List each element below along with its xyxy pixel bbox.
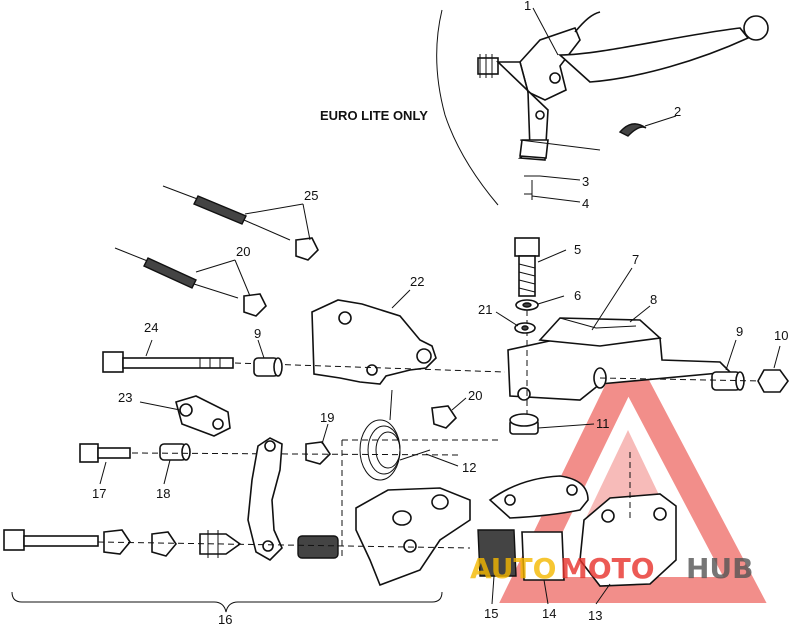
pivot-arm [247, 437, 283, 561]
watermark-text: AUTO MOTO HUB [470, 552, 754, 585]
callout-20b: 20 [468, 388, 482, 403]
leaders-inset [519, 7, 677, 203]
part-3-4-pins [524, 175, 540, 200]
brace-16 [11, 591, 443, 613]
callout-25: 25 [304, 188, 318, 203]
part-5-bolt [514, 237, 540, 297]
callout-18: 18 [156, 486, 170, 501]
callout-8: 8 [650, 292, 657, 307]
part-7-plate [559, 317, 637, 329]
callouts: 1 2 3 4 25 20 5 7 22 6 8 21 24 9 9 10 23… [92, 0, 788, 627]
callout-4: 4 [582, 196, 589, 211]
part-15-pad [477, 529, 517, 577]
cable-25 [162, 185, 319, 261]
part-12-spring [359, 389, 431, 481]
callout-13: 13 [588, 608, 602, 623]
cable-20 [114, 247, 267, 317]
callout-19: 19 [320, 410, 334, 425]
part-10-nut [757, 369, 789, 393]
axis-right [599, 377, 761, 382]
callout-21: 21 [478, 302, 492, 317]
part-23-clamp [175, 395, 231, 437]
svg-text:MOTO: MOTO [560, 552, 655, 585]
part-17-bolt [79, 443, 131, 463]
callout-1: 1 [524, 0, 531, 13]
part-16-assembly [3, 529, 339, 559]
note-euro-lite: EURO LITE ONLY [320, 108, 428, 123]
part-20-nut [431, 405, 458, 429]
callout-9b: 9 [736, 324, 743, 339]
part-11-nut [509, 413, 539, 435]
leaders-main [99, 203, 781, 605]
callout-2: 2 [674, 104, 681, 119]
callout-17: 17 [92, 486, 106, 501]
callout-16: 16 [218, 612, 232, 627]
part-9-spacer-left [253, 357, 283, 377]
inset-bracket [436, 9, 499, 206]
part-8-main-bracket [507, 317, 732, 401]
part-9-spacer-right [711, 371, 745, 391]
brake-disc-segment [488, 475, 589, 519]
callout-20a: 20 [236, 244, 250, 259]
svg-text:AUTO: AUTO [470, 552, 556, 585]
callout-23: 23 [118, 390, 132, 405]
callout-7: 7 [632, 252, 639, 267]
svg-text:HUB: HUB [686, 552, 754, 585]
part-24-bolt [102, 351, 234, 373]
group-outline [341, 439, 631, 560]
callout-6: 6 [574, 288, 581, 303]
axis-16 [97, 541, 471, 549]
callout-11: 11 [596, 416, 610, 431]
axis-17 [131, 452, 461, 456]
brake-lever-assembly [477, 11, 769, 161]
part-2-shim [618, 123, 647, 137]
caliper-body [355, 487, 471, 587]
callout-5: 5 [574, 242, 581, 257]
callout-3: 3 [582, 174, 589, 189]
callout-10: 10 [774, 328, 788, 343]
part-14-pad [521, 531, 565, 581]
callout-14: 14 [542, 606, 556, 621]
callout-15: 15 [484, 606, 498, 621]
callout-9a: 9 [254, 326, 261, 341]
callout-24: 24 [144, 320, 158, 335]
part-19-nut [305, 441, 332, 465]
callout-22: 22 [410, 274, 424, 289]
part-18-spacer [159, 443, 191, 461]
callout-12: 12 [462, 460, 476, 475]
